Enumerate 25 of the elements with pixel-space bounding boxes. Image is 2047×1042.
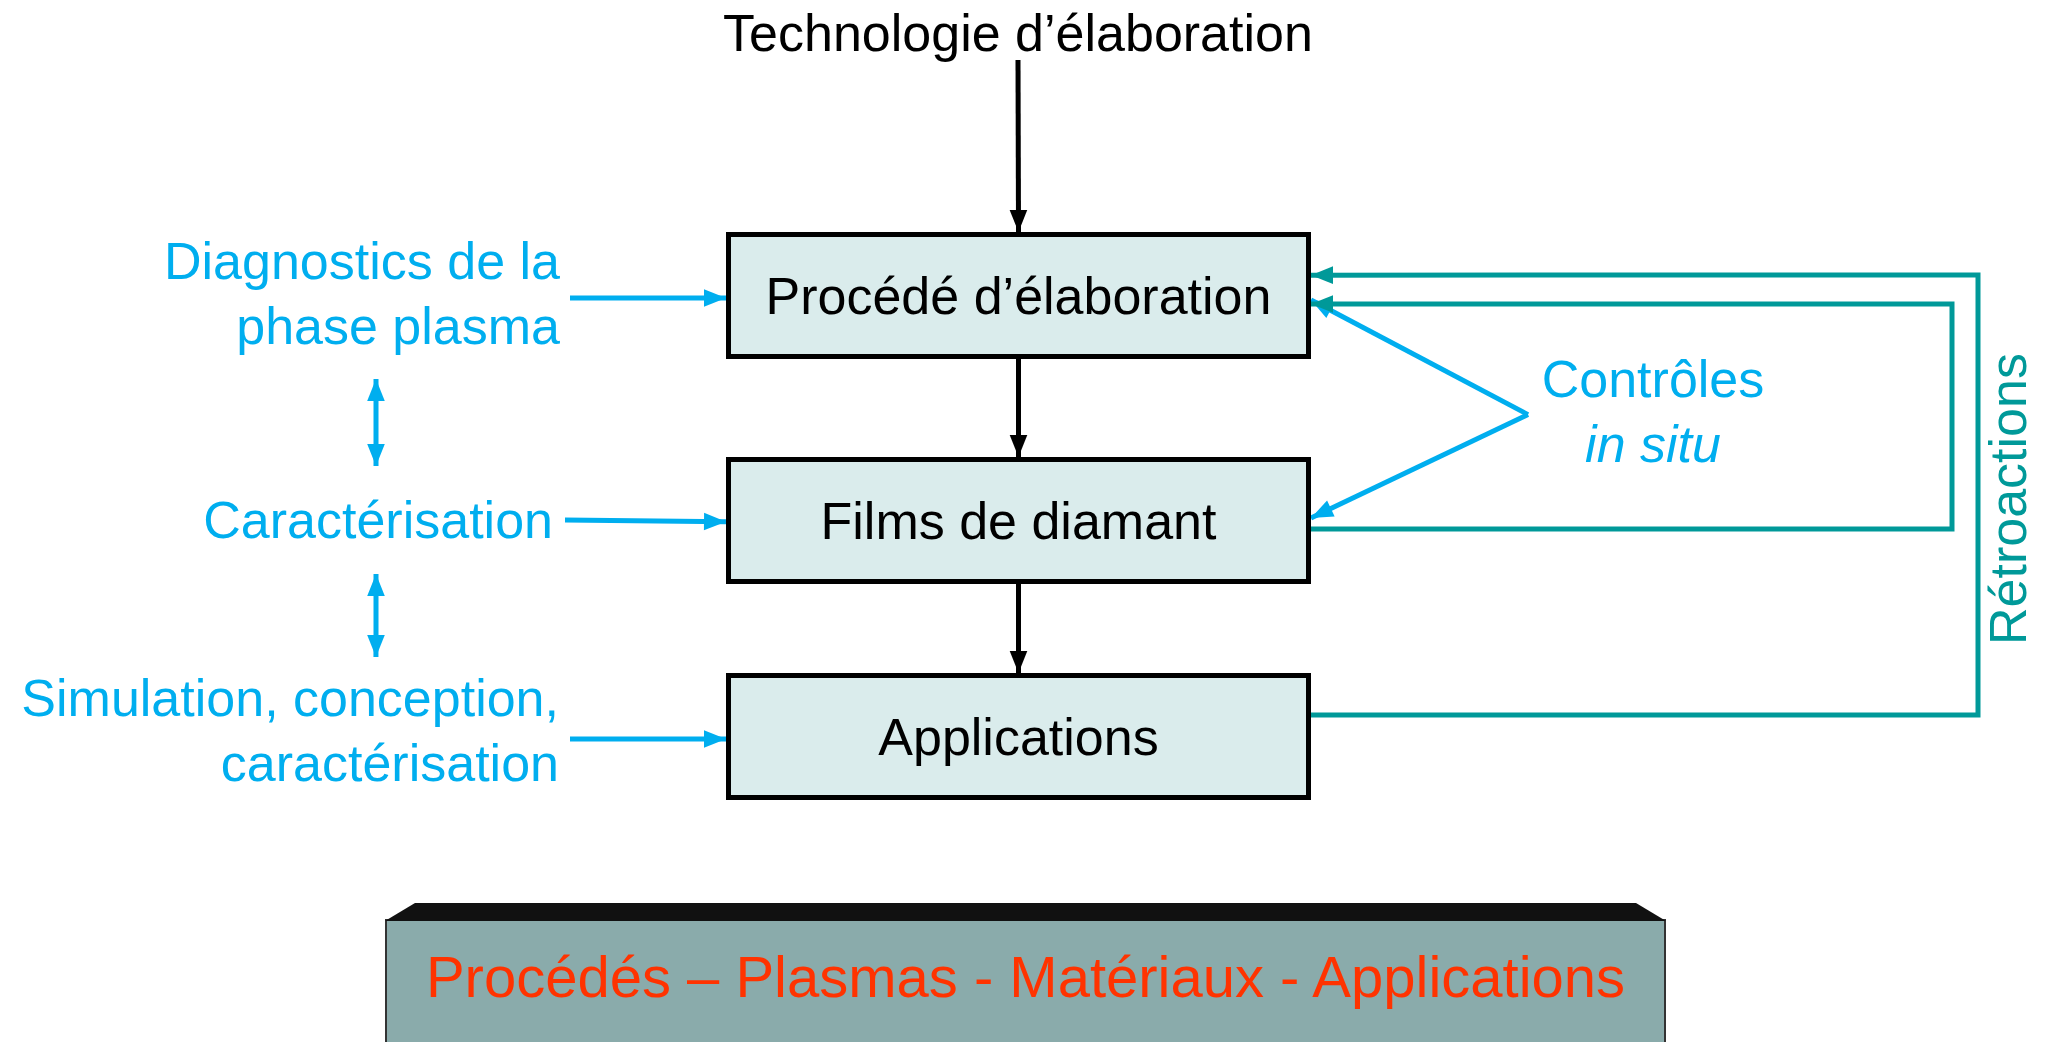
box-label: Films de diamant: [820, 490, 1217, 551]
arrow: [1009, 60, 1028, 232]
arrow: [1309, 297, 1530, 417]
side-label: Caractérisation: [150, 466, 565, 574]
box-label: Applications: [878, 706, 1159, 767]
heading-label: Technologie d’élaboration: [700, 5, 1336, 60]
arrow: [1009, 359, 1028, 457]
arrow: [570, 289, 726, 307]
box-label: Procédé d’élaboration: [765, 265, 1272, 326]
arrow: [1009, 584, 1028, 673]
banner-label: Procédés – Plasmas - Matériaux - Applications: [425, 942, 1626, 1010]
double-arrow: [367, 574, 385, 657]
process-box: [726, 232, 1311, 359]
arrow: [570, 730, 726, 748]
process-box: [726, 457, 1311, 584]
arrow: [1311, 266, 1981, 718]
side-label: Rétroactions: [1980, 353, 2036, 645]
arrow: [1309, 412, 1530, 521]
side-label: Diagnostics de la phase plasma: [30, 229, 570, 379]
side-label: Simulation, conception, caractérisation: [0, 657, 570, 797]
process-box: [726, 673, 1311, 800]
control-label: Contrôles in situ: [1528, 347, 1778, 477]
arrow: [1311, 295, 1955, 532]
arrow: [564, 512, 727, 531]
double-arrow: [367, 379, 385, 466]
